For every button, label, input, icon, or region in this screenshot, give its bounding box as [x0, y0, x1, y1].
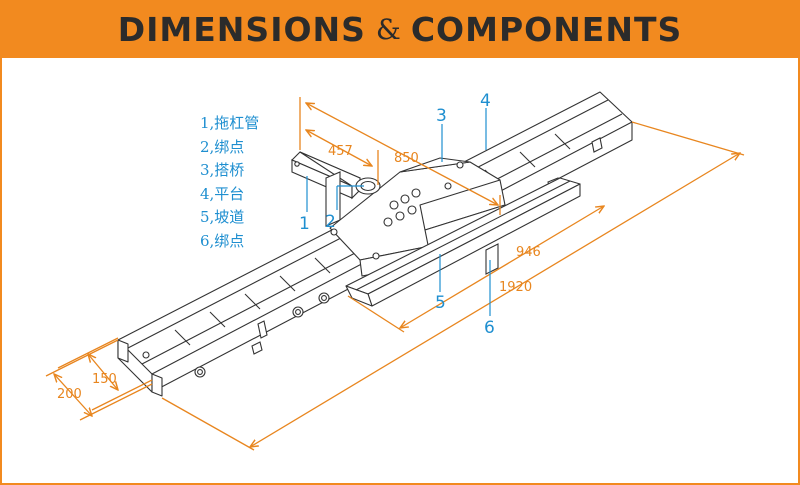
callout-leaders [306, 108, 491, 316]
legend-item-4: 4,平台 [200, 184, 245, 203]
callout-2: 2 [325, 212, 336, 232]
legend-item-5: 5,坡道 [200, 208, 245, 226]
dimension-lines [45, 97, 745, 451]
dim-1920: 1920 [499, 280, 532, 295]
callout-3: 3 [436, 106, 447, 126]
callout-4: 4 [480, 91, 491, 111]
legend-item-6: 6,绑点 [200, 231, 245, 250]
title-components: COMPONENTS [410, 9, 683, 49]
title-ampersand: & [375, 12, 401, 46]
component-legend: 1,拖杠管 2,绑点 3,搭桥 4,平台 5,坡道 6,绑点 [200, 112, 259, 253]
dim-850: 850 [394, 151, 419, 166]
legend-item-2: 2,绑点 [200, 137, 245, 156]
callout-5: 5 [435, 293, 446, 313]
callout-6: 6 [484, 318, 495, 338]
dim-946: 946 [516, 245, 541, 260]
dim-457: 457 [328, 144, 353, 159]
title-banner: DIMENSIONS & COMPONENTS [0, 0, 800, 58]
legend-item-3: 3,搭桥 [200, 161, 245, 179]
dim-200: 200 [57, 387, 82, 402]
legend-item-1: 1,拖杠管 [200, 114, 260, 132]
dim-150: 150 [92, 372, 117, 387]
callout-1: 1 [299, 214, 310, 234]
title-dimensions: DIMENSIONS [117, 9, 366, 49]
